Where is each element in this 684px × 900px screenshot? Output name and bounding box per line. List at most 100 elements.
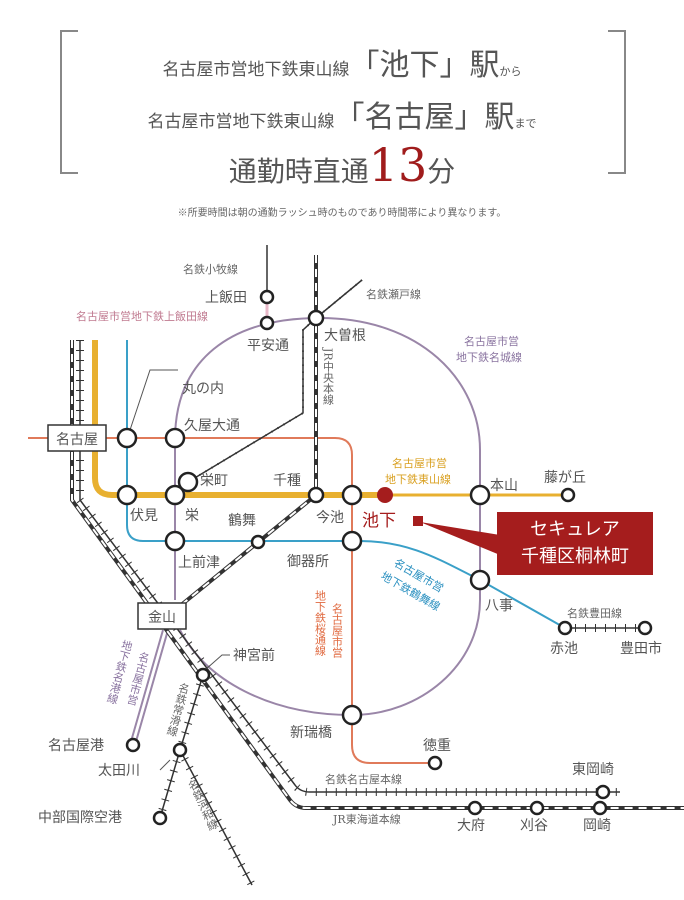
station-label-fujigaoka: 藤が丘 bbox=[544, 470, 586, 486]
station-label-imaike: 今池 bbox=[316, 510, 344, 526]
station-label-kamimaezu: 上前津 bbox=[178, 554, 220, 571]
station-label-tokushige: 徳重 bbox=[423, 738, 451, 754]
callout-line-1: セキュレア bbox=[530, 519, 620, 540]
line-label-sakuradori-1: 名古屋市営 bbox=[331, 602, 344, 659]
line-label-meijo-2: 地下鉄名城線 bbox=[456, 350, 522, 364]
marunouchi-leader bbox=[129, 369, 178, 431]
header-line-3: 通勤時直通13分 bbox=[0, 138, 684, 192]
station-label-okazaki: 岡崎 bbox=[583, 818, 611, 834]
station-marker-toyotashi bbox=[637, 620, 653, 636]
station-marker-motoyama bbox=[469, 484, 491, 506]
station-label-obu: 大府 bbox=[457, 818, 485, 834]
station-marker-tsurumai bbox=[250, 534, 266, 550]
station-marker-gokiso bbox=[341, 530, 363, 552]
station-marker-higashiokazaki bbox=[595, 784, 611, 800]
minutes-unit: 分 bbox=[427, 155, 456, 188]
station-marker-obu bbox=[467, 800, 483, 816]
station-marker-tokushige bbox=[427, 755, 443, 771]
station-label-ozone: 大曽根 bbox=[324, 328, 366, 344]
station-label-centrair: 中部国際空港 bbox=[38, 810, 122, 826]
station-marker-centrair bbox=[152, 810, 168, 826]
station-label-gokiso: 御器所 bbox=[287, 554, 329, 570]
callout-pointer bbox=[420, 522, 500, 555]
line-label-sakuradori-2: 地下鉄桜通線 bbox=[314, 590, 327, 656]
station-marker-fushimi bbox=[116, 484, 138, 506]
higashiyama-line-thick bbox=[92, 340, 385, 498]
line-label-tokoname: 名鉄常滑線 bbox=[164, 680, 191, 738]
line-label-kamiiida: 名古屋市営地下鉄上飯田線 bbox=[76, 309, 208, 323]
station-label-nagoya: 名古屋 bbox=[56, 432, 98, 448]
station-label-jingumae: 神宮前 bbox=[233, 647, 275, 664]
station-marker-nagoya bbox=[116, 427, 138, 449]
property-callout: セキュレア 千種区桐林町 bbox=[497, 512, 653, 575]
station-label-higashiokazaki: 東岡崎 bbox=[572, 762, 614, 778]
jr-tokaido-line-dash bbox=[71, 340, 684, 809]
header-line-2: 名古屋市営地下鉄東山線「名古屋」駅まで bbox=[0, 92, 684, 136]
station-marker-kamiiida bbox=[259, 289, 275, 305]
station-label-chikusa: 千種 bbox=[273, 473, 301, 489]
station-marker-nagoyako bbox=[125, 737, 141, 753]
station-marker-aratamabashi bbox=[341, 704, 363, 726]
station-label-nagoyako: 名古屋港 bbox=[48, 738, 104, 754]
destination-station: 「名古屋」 bbox=[334, 100, 485, 135]
station-marker-ikeshita bbox=[377, 487, 393, 503]
station-label-yagoto: 八事 bbox=[485, 598, 513, 614]
station-marker-fujigaoka bbox=[560, 487, 576, 503]
station-label-kariya: 刈谷 bbox=[520, 818, 548, 834]
station-label-kanayama: 金山 bbox=[148, 610, 176, 626]
line-label-meitetsu-honsen: 名鉄名古屋本線 bbox=[325, 772, 402, 786]
station-label-kamiiida: 上飯田 bbox=[205, 289, 247, 306]
station-marker-jingumae bbox=[195, 667, 211, 683]
line-label-toyota: 名鉄豊田線 bbox=[567, 606, 622, 620]
header: 名古屋市営地下鉄東山線「池下」駅から 名古屋市営地下鉄東山線「名古屋」駅まで 通… bbox=[0, 0, 684, 230]
line-name: 名古屋市営地下鉄東山線 bbox=[162, 60, 350, 80]
station-marker-kariya bbox=[529, 800, 545, 816]
station-label-motoyama: 本山 bbox=[490, 478, 518, 494]
nagoya-station-box bbox=[47, 424, 107, 452]
meiko-line bbox=[129, 629, 169, 746]
station-label-otagawa: 太田川 bbox=[98, 763, 140, 779]
line-label-jr-tokaido: JR東海道本線 bbox=[332, 812, 401, 826]
station-label-marunouchi: 丸の内 bbox=[182, 381, 224, 397]
station-label-akaike: 赤池 bbox=[550, 641, 578, 657]
line-label-komaki: 名鉄小牧線 bbox=[183, 262, 238, 276]
otagawa-leader bbox=[159, 759, 171, 771]
station-marker-akaike bbox=[557, 620, 573, 636]
station-label-toyotashi: 豊田市 bbox=[620, 640, 662, 657]
station-label-hisayaodori: 久屋大通 bbox=[184, 418, 240, 434]
station-marker-hisayaodori bbox=[164, 427, 186, 449]
line-label-higashiyama-1: 名古屋市営 bbox=[392, 456, 447, 470]
commute-minutes: 13 bbox=[368, 138, 428, 192]
right-bracket bbox=[608, 30, 626, 174]
station-marker-ozone bbox=[307, 309, 325, 327]
meitetsu-honsen-line bbox=[79, 340, 620, 793]
line-label-higashiyama-2: 地下鉄東山線 bbox=[385, 472, 451, 486]
station-marker-imaike bbox=[341, 484, 363, 506]
sakuradori-line bbox=[28, 437, 435, 764]
station-label-aratamabashi: 新瑞橋 bbox=[290, 725, 332, 741]
origin-station: 「池下」 bbox=[349, 48, 470, 83]
line-label-seto: 名鉄瀬戸線 bbox=[366, 287, 421, 301]
station-marker-chikusa bbox=[307, 486, 325, 504]
meijo-line bbox=[174, 316, 481, 717]
station-suffix: 駅 bbox=[484, 100, 515, 135]
station-suffix: 駅 bbox=[469, 48, 500, 83]
station-label-fushimi: 伏見 bbox=[130, 508, 158, 524]
footnote: ※所要時間は朝の通勤ラッシュ時のものであり時間帯により異なります。 bbox=[177, 208, 507, 219]
from-text: から bbox=[499, 65, 522, 78]
line-label-jr-chuo: JR中央本線 bbox=[322, 347, 335, 405]
stations bbox=[116, 289, 653, 826]
kanayama-station-box bbox=[137, 602, 187, 630]
station-marker-sakaemachi bbox=[177, 471, 199, 493]
line-label-meijo-1: 名古屋市営 bbox=[464, 334, 519, 348]
line-name: 名古屋市営地下鉄東山線 bbox=[147, 112, 335, 132]
station-label-heiandori: 平安通 bbox=[247, 338, 289, 354]
station-label-ikeshita: 池下 bbox=[362, 511, 396, 531]
station-label-tsurumai: 鶴舞 bbox=[228, 512, 256, 529]
station-marker-yagoto bbox=[469, 569, 491, 591]
site-marker bbox=[413, 516, 423, 526]
tsurumai-line bbox=[126, 340, 566, 629]
kowa-line bbox=[179, 749, 253, 886]
callout-line-2: 千種区桐林町 bbox=[521, 546, 629, 567]
